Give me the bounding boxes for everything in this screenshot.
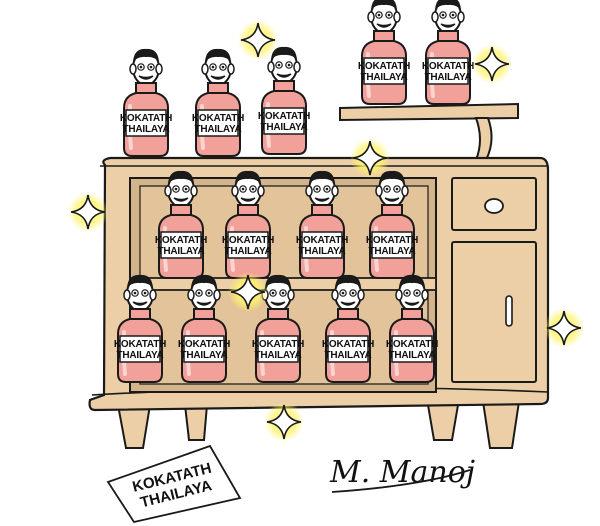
svg-text:THAILAYA: THAILAYA <box>224 246 271 257</box>
svg-text:KOKATATH: KOKATATH <box>114 339 166 350</box>
svg-text:KOKATATH: KOKATATH <box>155 235 207 246</box>
paper-sheet: KOKATATH THAILAYA <box>106 444 242 524</box>
svg-text:KOKATATH: KOKATATH <box>366 235 418 246</box>
svg-text:KOKATATH: KOKATATH <box>386 339 438 350</box>
svg-text:KOKATATH: KOKATATH <box>296 235 348 246</box>
sparkle-icon <box>237 19 279 61</box>
svg-text:KOKATATH: KOKATATH <box>358 61 410 72</box>
svg-text:THAILAYA: THAILAYA <box>260 122 307 133</box>
svg-text:THAILAYA: THAILAYA <box>122 124 169 135</box>
sparkle-icon <box>67 191 109 233</box>
artist-signature: M. Manoj <box>329 455 475 493</box>
sparkle-icon <box>227 271 269 313</box>
svg-text:THAILAYA: THAILAYA <box>368 246 415 257</box>
sparkle-icon <box>263 401 305 443</box>
sparkle-icon <box>471 43 513 85</box>
svg-text:THAILAYA: THAILAYA <box>116 350 163 361</box>
svg-text:KOKATATH: KOKATATH <box>258 111 310 122</box>
svg-text:THAILAYA: THAILAYA <box>254 350 301 361</box>
svg-text:THAILAYA: THAILAYA <box>324 350 371 361</box>
sparkle-icon <box>349 137 391 179</box>
svg-text:KOKATATH: KOKATATH <box>192 113 244 124</box>
svg-text:KOKATATH: KOKATATH <box>322 339 374 350</box>
svg-text:THAILAYA: THAILAYA <box>388 350 435 361</box>
svg-text:KOKATATH: KOKATATH <box>120 113 172 124</box>
svg-text:THAILAYA: THAILAYA <box>157 246 204 257</box>
svg-text:KOKATATH: KOKATATH <box>422 61 474 72</box>
svg-text:KOKATATH: KOKATATH <box>252 339 304 350</box>
svg-text:THAILAYA: THAILAYA <box>298 246 345 257</box>
svg-text:KOKATATH: KOKATATH <box>222 235 274 246</box>
svg-text:THAILAYA: THAILAYA <box>360 72 407 83</box>
sparkle-icon <box>543 307 585 349</box>
svg-text:KOKATATH: KOKATATH <box>178 339 230 350</box>
svg-text:THAILAYA: THAILAYA <box>194 124 241 135</box>
svg-text:THAILAYA: THAILAYA <box>180 350 227 361</box>
svg-text:THAILAYA: THAILAYA <box>424 72 471 83</box>
wall-shelf <box>339 102 519 161</box>
